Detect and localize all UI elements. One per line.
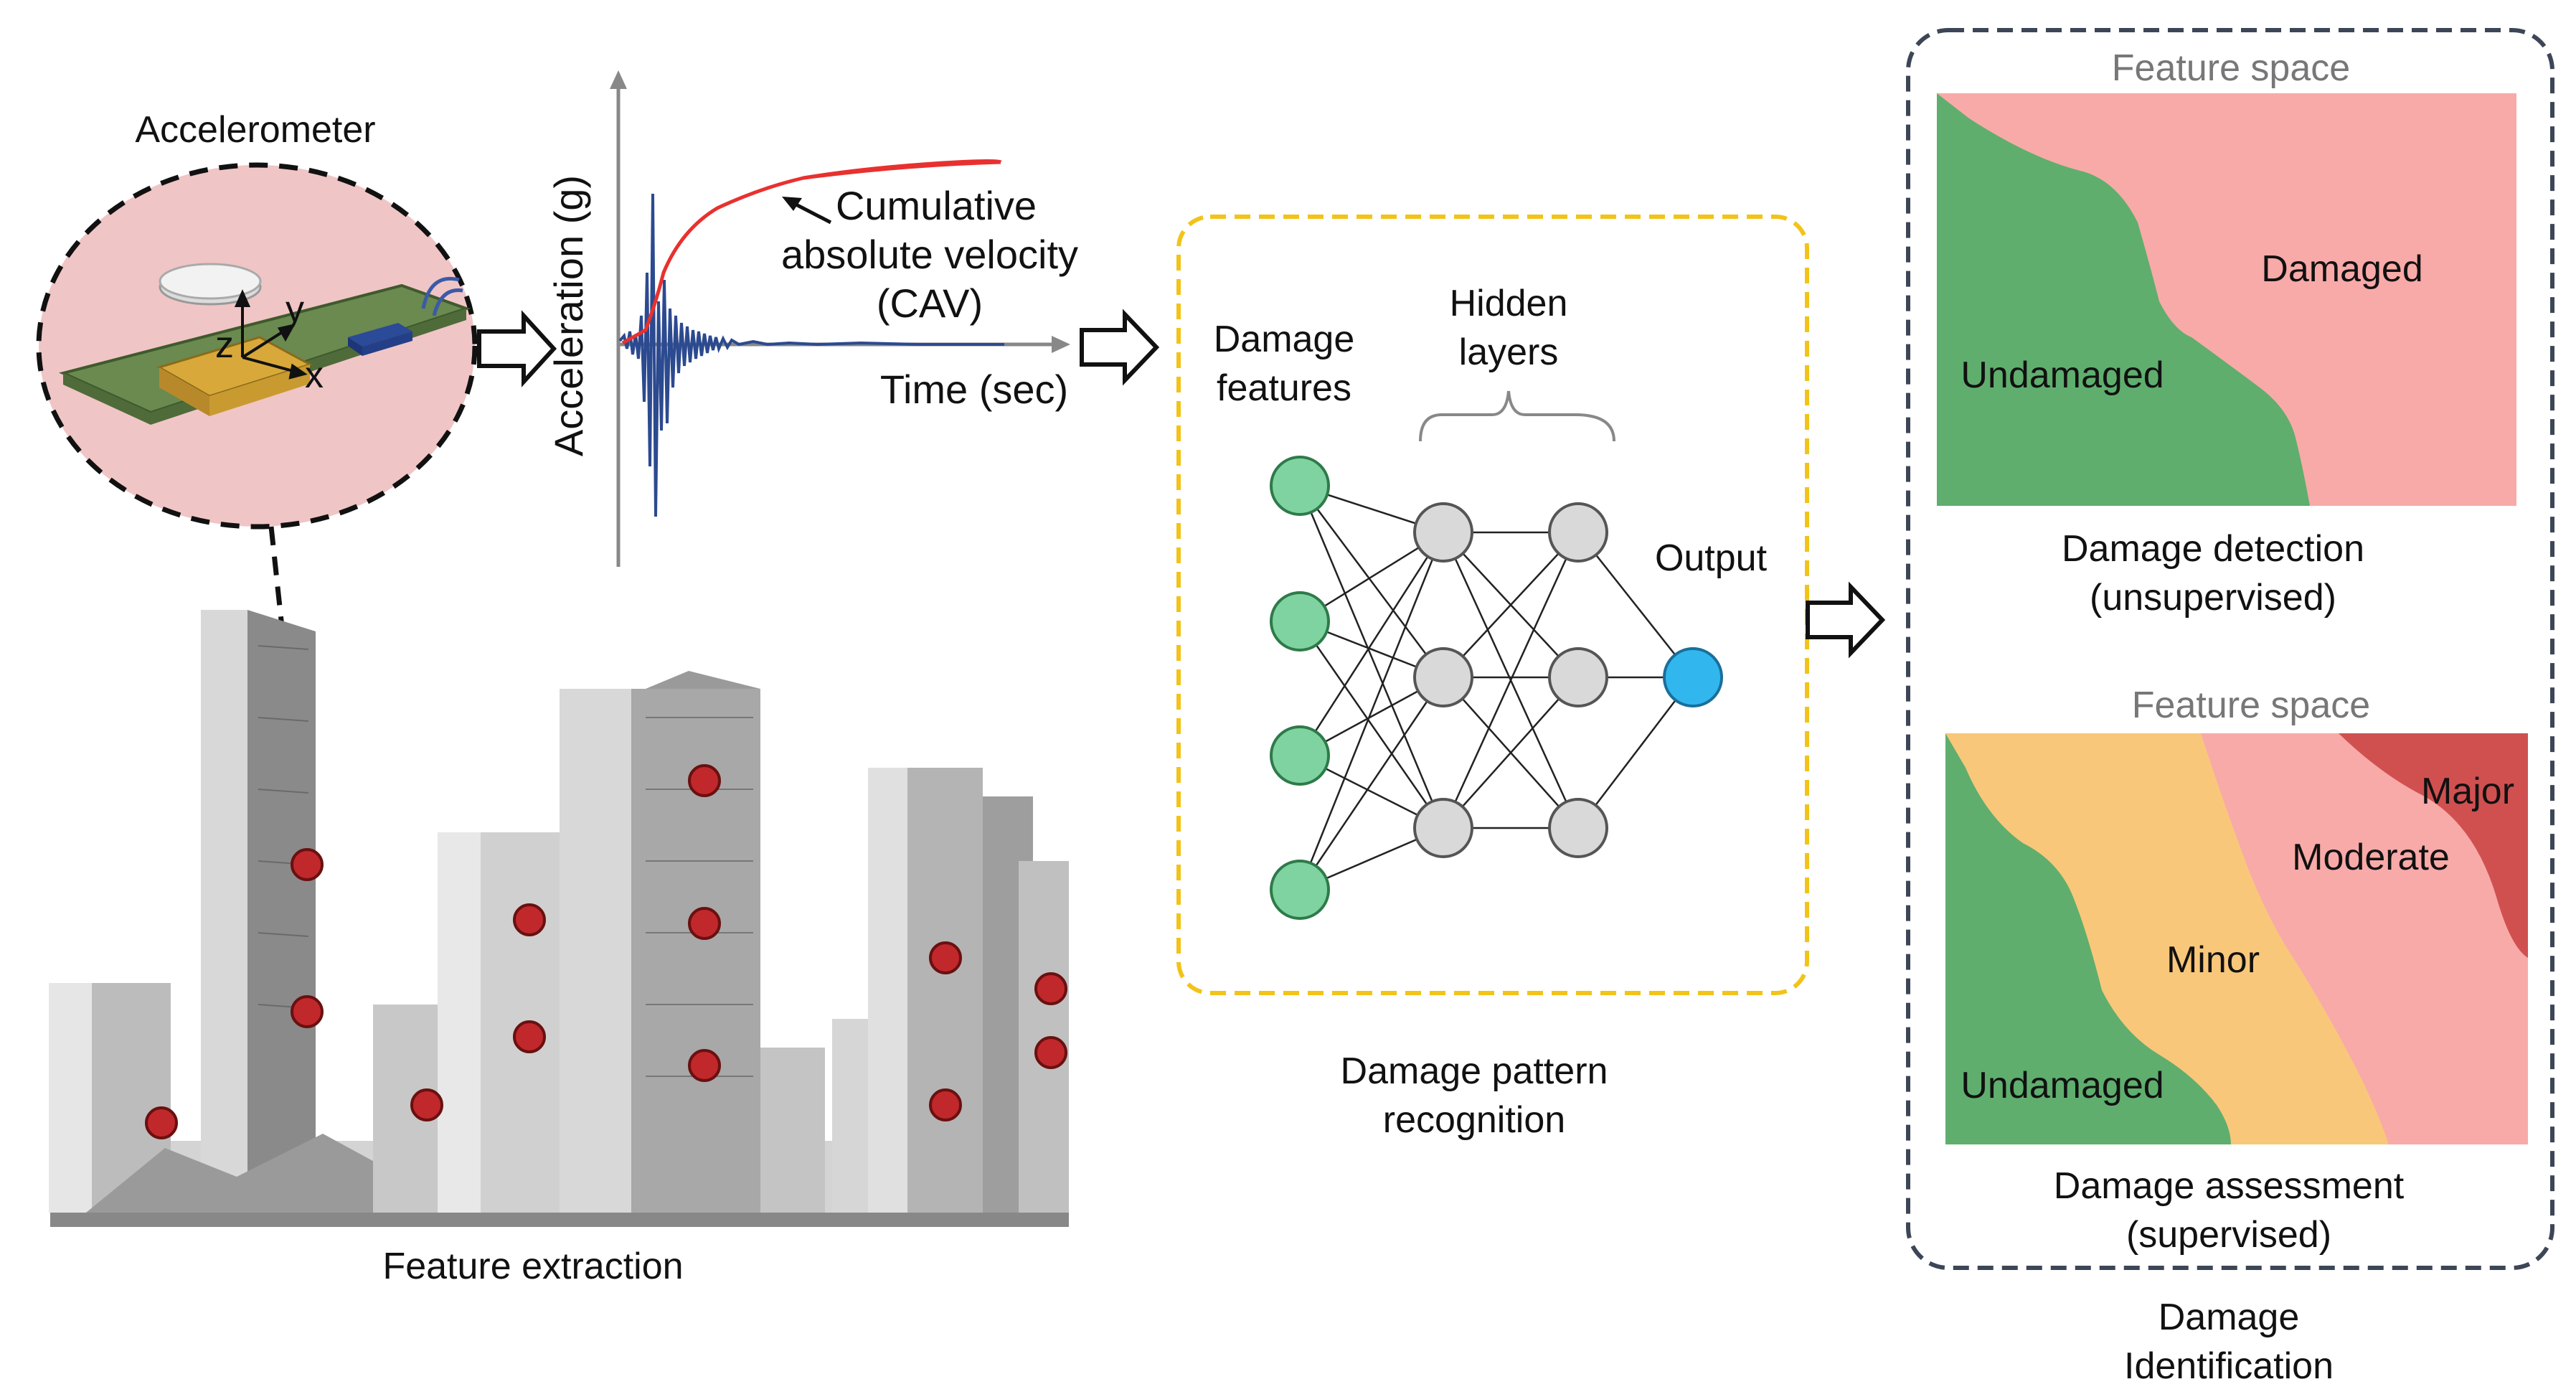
detection-caption-line1: Damage detection (2062, 528, 2364, 570)
acceleration-plot: Acceleration (g) Time (sec) Cumulative a… (546, 70, 1078, 567)
network-edge (1443, 677, 1579, 829)
neural-network-panel: Damage features Hidden layers Output Dam… (1176, 215, 1809, 1141)
hidden-layer-1-node (1413, 647, 1473, 707)
arrow-right-icon (1080, 309, 1160, 386)
sensor-dot (145, 1106, 178, 1139)
hidden-layer-1-node (1413, 798, 1473, 858)
cav-label-line3: (CAV) (877, 281, 983, 326)
axis-y-label: y (286, 288, 304, 330)
sensor-dot (513, 903, 546, 936)
assessment-feature-space-title: Feature space (2132, 685, 2370, 726)
input-label-line2: features (1217, 367, 1351, 409)
output-label: Output (1655, 537, 1768, 579)
city-buildings-image: Feature extraction (49, 610, 1069, 1287)
input-node (1270, 860, 1330, 920)
accelerometer-panel: Accelerometer z y x (36, 109, 478, 862)
sensor-dot (513, 1020, 546, 1053)
arrow-right-icon (477, 310, 557, 387)
assessment-undamaged-label: Undamaged (1961, 1065, 2164, 1106)
network-edges (1298, 484, 1694, 891)
sensor-dot (291, 995, 324, 1028)
sensor-dot (929, 1088, 962, 1121)
sensor-dot (1034, 1036, 1067, 1069)
network-edge (1298, 677, 1445, 890)
axis-arrows (234, 289, 308, 380)
acceleration-signal (618, 193, 1004, 517)
hidden-layer-2-node (1548, 647, 1608, 707)
network-frame (1176, 215, 1809, 995)
detection-feature-space-title: Feature space (2112, 47, 2350, 89)
cav-label-line1: Cumulative (836, 183, 1037, 228)
network-edge (1577, 532, 1694, 678)
hidden-layers-brace (1419, 390, 1615, 442)
input-node (1270, 725, 1330, 786)
detection-undamaged-region (1937, 93, 2310, 506)
sensor-dot (688, 1049, 721, 1082)
hidden-layer-2-node (1548, 502, 1608, 563)
x-axis-label: Time (sec) (880, 367, 1068, 412)
assessment-caption-line2: (supervised) (2126, 1214, 2331, 1256)
sensor-dot (1034, 972, 1067, 1005)
assessment-moderate-label: Moderate (2292, 837, 2450, 878)
blue-component (348, 323, 412, 347)
damage-identification-panel: Feature space Damaged Undamaged Damage d… (1906, 28, 2554, 1387)
cav-label-line2: absolute velocity (781, 232, 1078, 277)
network-edge (1298, 532, 1445, 890)
input-node (1270, 591, 1330, 652)
network-nodes (1270, 456, 1723, 920)
network-edge (1298, 485, 1445, 829)
assessment-minor-label: Minor (2166, 939, 2260, 981)
hidden-layer-1-node (1413, 502, 1473, 563)
assessment-major-region (2339, 733, 2528, 958)
network-edge (1442, 532, 1580, 829)
input-node (1270, 456, 1330, 516)
hidden-label-line2: layers (1459, 331, 1559, 373)
detection-undamaged-label: Undamaged (1961, 354, 2164, 396)
network-edge (1577, 677, 1694, 829)
arrow-right-icon (1806, 581, 1886, 659)
assessment-undamaged-region (1945, 733, 2231, 1144)
output-node (1663, 647, 1723, 707)
identification-frame (1906, 28, 2554, 1270)
sensor-dot (410, 1088, 443, 1121)
network-edge (1298, 621, 1445, 829)
network-edge (1298, 532, 1445, 756)
assessment-major-label: Major (2421, 771, 2514, 812)
network-caption-line2: recognition (1383, 1099, 1565, 1141)
detection-damaged-label: Damaged (2261, 248, 2422, 290)
building-sensors (145, 764, 1067, 1139)
hidden-label-line1: Hidden (1450, 283, 1568, 324)
feature-extraction-caption: Feature extraction (382, 1246, 683, 1287)
axis-z-label: z (215, 324, 234, 366)
sensor-dot (688, 907, 721, 940)
sensor-dot (688, 764, 721, 797)
hidden-layer-2-node (1548, 798, 1608, 858)
assessment-caption-line1: Damage assessment (2054, 1165, 2405, 1207)
sensor-dot (291, 848, 324, 881)
detection-caption-line2: (unsupervised) (2090, 577, 2336, 618)
accelerometer-title: Accelerometer (135, 109, 375, 151)
sensor-dot (929, 941, 962, 974)
identification-caption-line2: Identification (2124, 1345, 2334, 1387)
input-label-line1: Damage (1214, 319, 1355, 360)
network-caption-line1: Damage pattern (1341, 1050, 1608, 1092)
identification-caption-line1: Damage (2159, 1297, 2300, 1338)
cav-curve (621, 159, 1002, 345)
y-axis-label: Acceleration (g) (546, 175, 591, 456)
network-edge (1443, 532, 1579, 678)
network-edge (1298, 485, 1445, 678)
axis-x-label: x (305, 354, 324, 396)
